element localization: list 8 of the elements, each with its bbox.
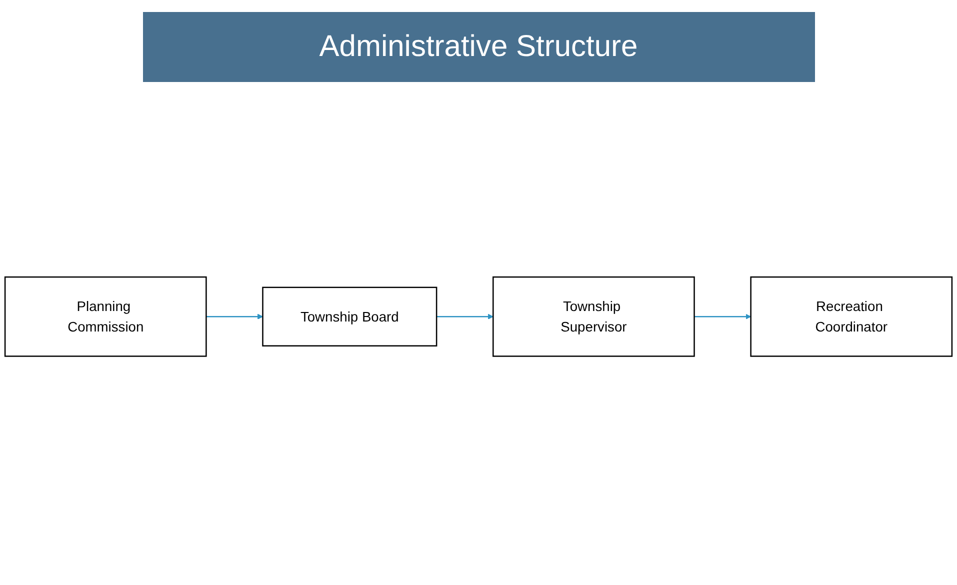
node-box: Recreation Coordinator (750, 276, 953, 358)
arrow (436, 314, 494, 320)
node-box: Township Board (262, 287, 438, 347)
arrow (206, 314, 263, 320)
title-banner: Administrative Structure (142, 12, 814, 82)
node-box: Township Supervisor (492, 276, 695, 358)
node-box: Planning Commission (4, 276, 207, 358)
arrow (694, 314, 752, 320)
